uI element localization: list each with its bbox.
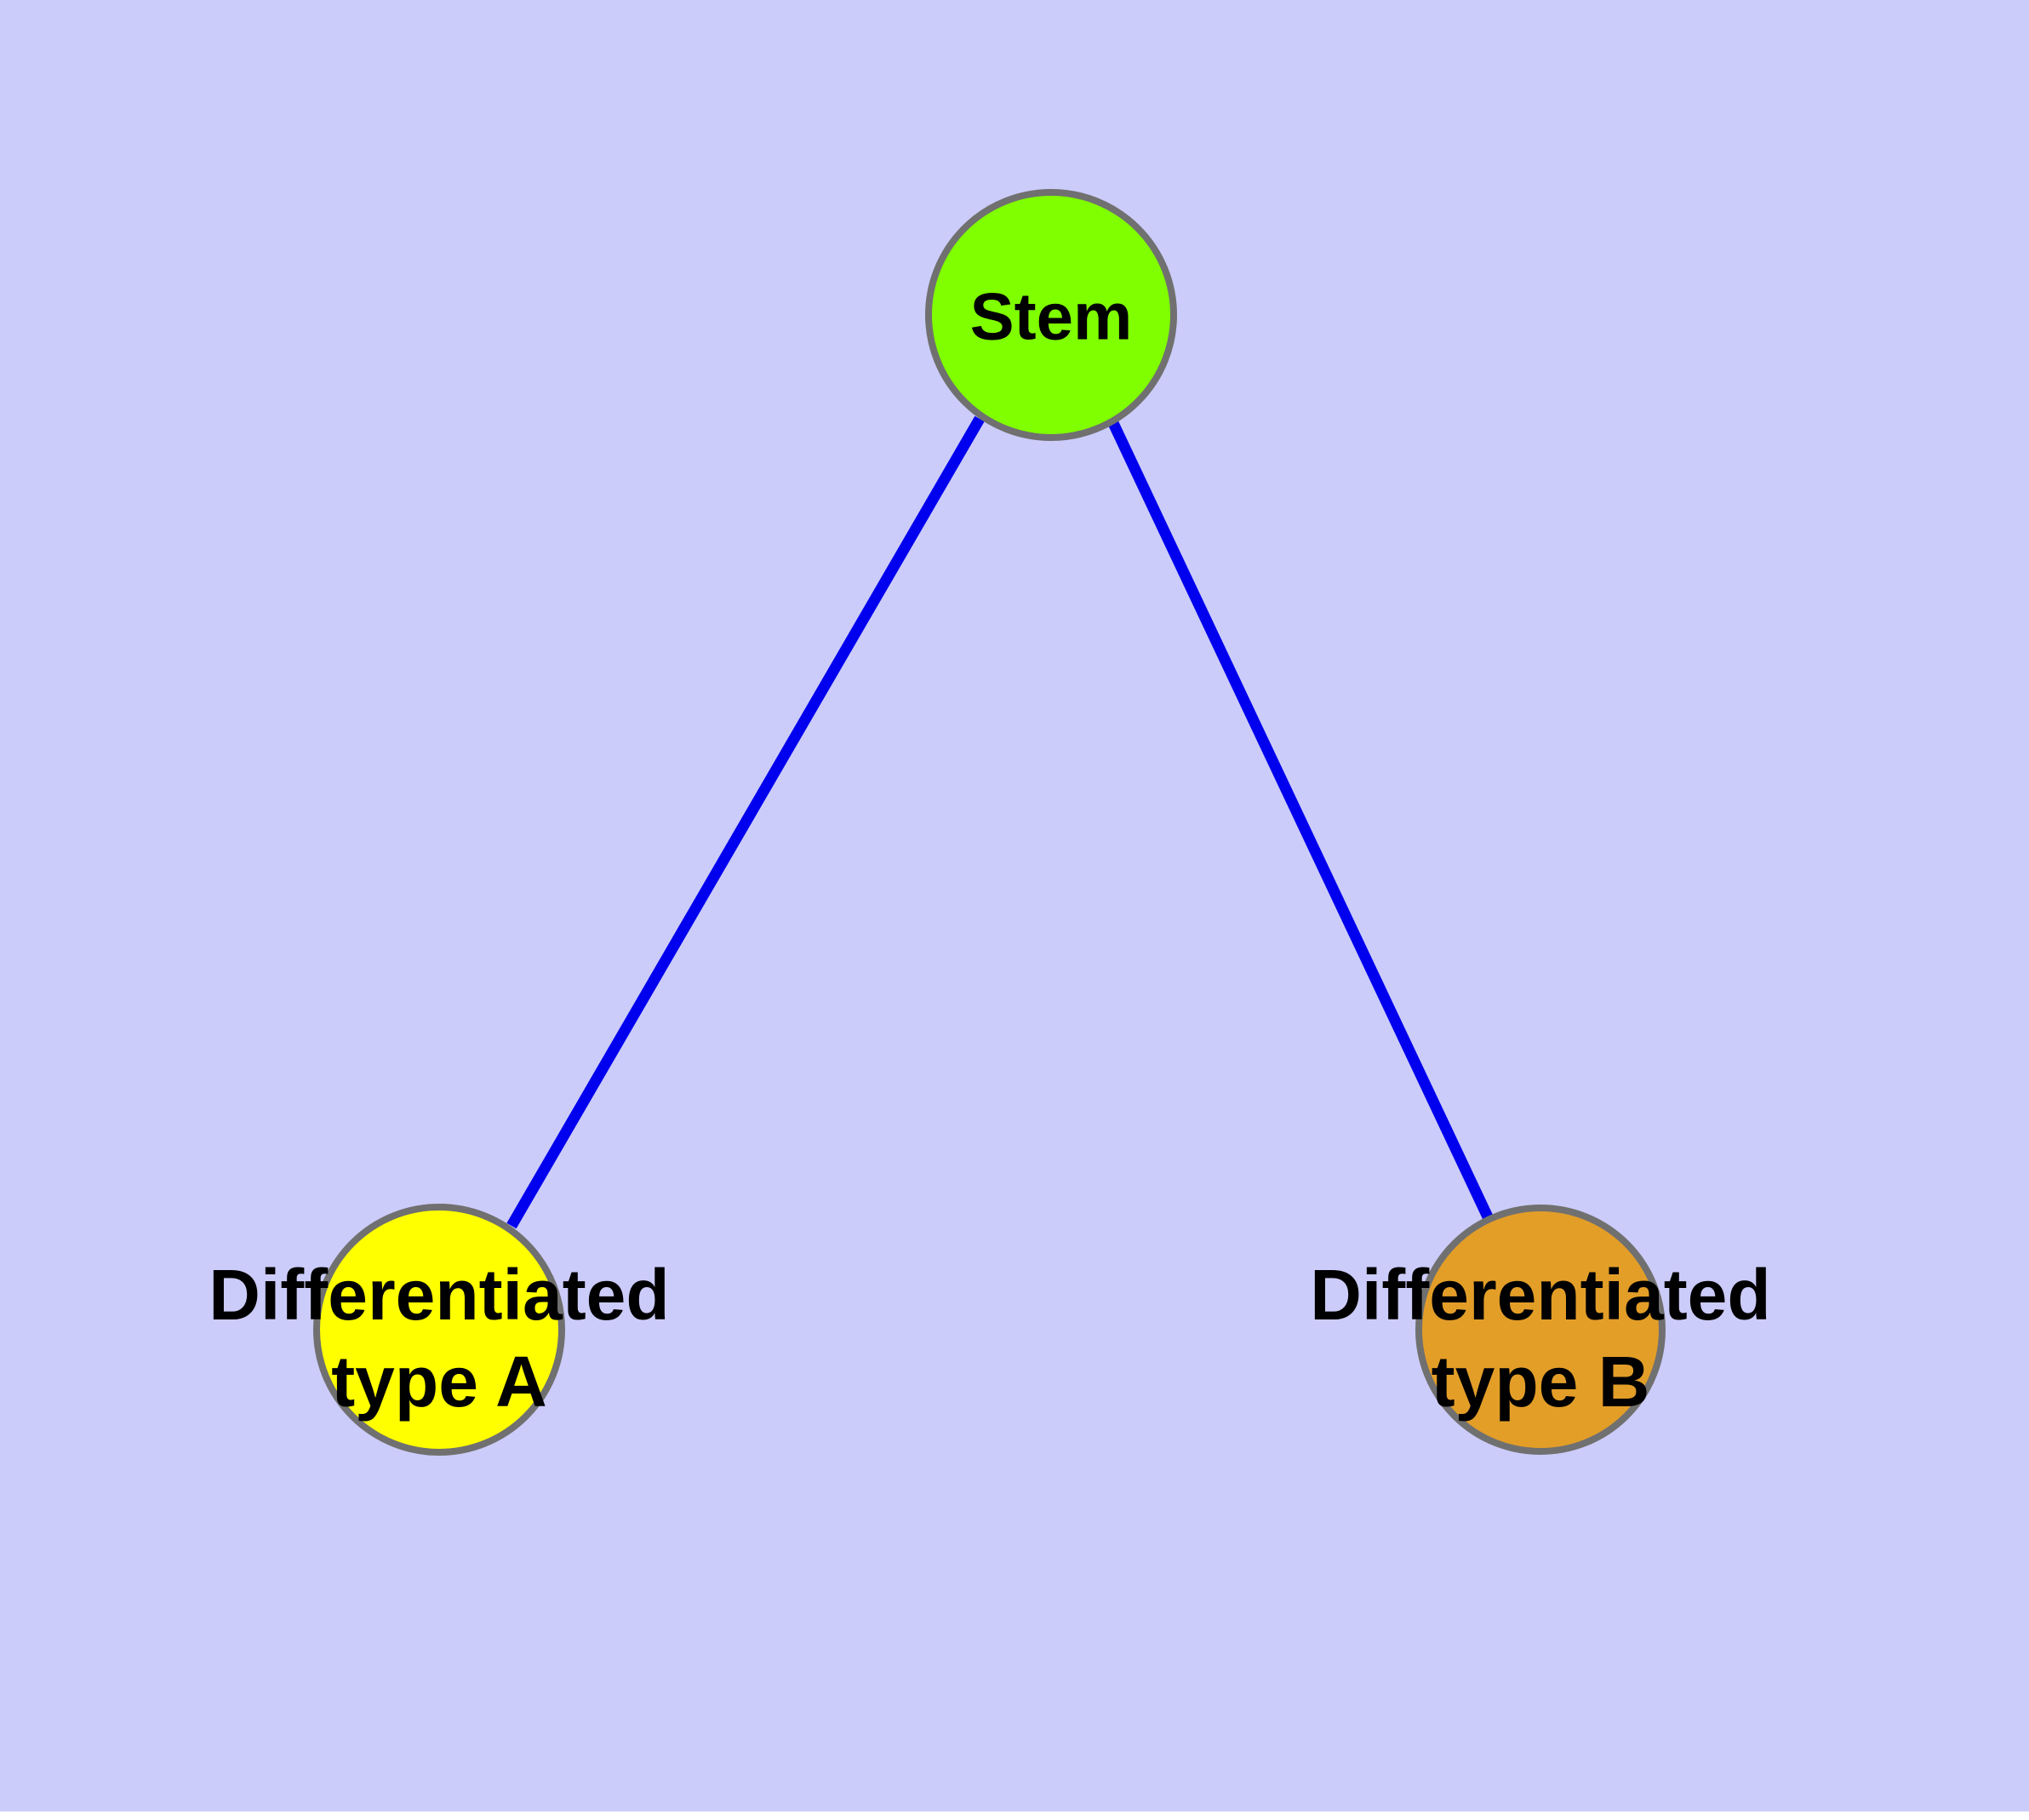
node-differentiated-type-a[interactable]: Differentiated type A bbox=[209, 1204, 670, 1456]
edge-stem-to-differentiated-type-a[interactable] bbox=[506, 415, 985, 1229]
node-differentiated-type-a-label-line2: type A bbox=[331, 1342, 547, 1422]
node-differentiated-type-a-circle[interactable] bbox=[313, 1204, 565, 1456]
node-differentiated-type-a-label-line1: Differentiated bbox=[209, 1255, 669, 1335]
node-stem-label: Stem bbox=[970, 279, 1133, 354]
node-differentiated-type-b-circle[interactable] bbox=[1415, 1205, 1666, 1455]
edge-stem-to-differentiated-type-b[interactable] bbox=[1108, 421, 1496, 1227]
edges-group bbox=[506, 415, 1496, 1229]
node-differentiated-type-b[interactable]: Differentiated type B bbox=[1310, 1205, 1771, 1455]
node-stem[interactable]: Stem bbox=[925, 189, 1177, 441]
node-differentiated-type-b-label-line1: Differentiated bbox=[1310, 1255, 1770, 1335]
node-stem-circle[interactable] bbox=[925, 189, 1177, 441]
node-differentiated-type-b-label-line2: type B bbox=[1432, 1342, 1650, 1422]
